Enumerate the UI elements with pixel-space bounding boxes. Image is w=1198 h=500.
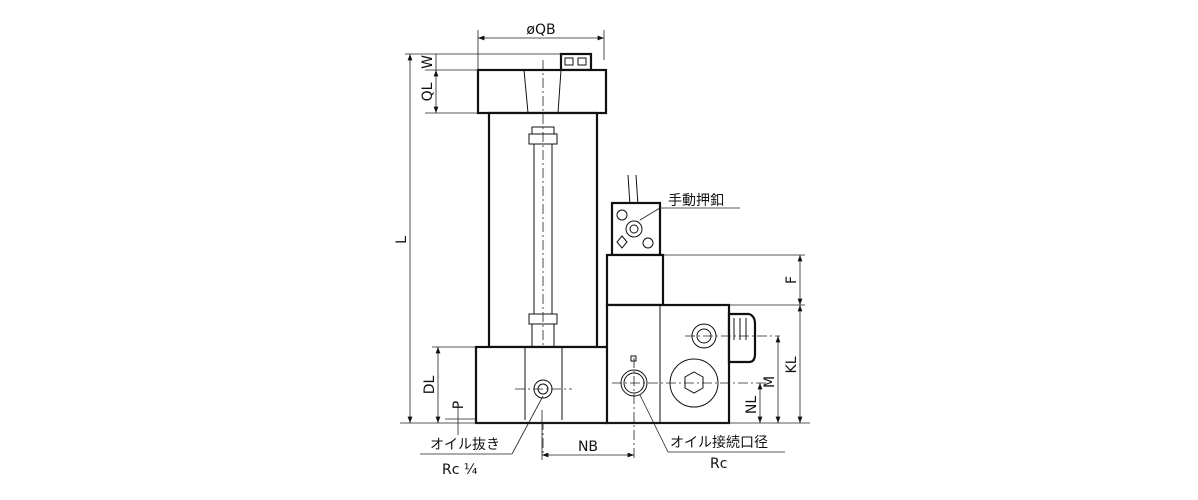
dim-m: M	[762, 376, 778, 388]
valve-knob	[727, 312, 757, 364]
dim-l: L	[394, 236, 410, 244]
dim-nb: NB	[578, 439, 598, 455]
dim-f: F	[784, 276, 800, 284]
oil-port-label: オイル接続口径	[670, 434, 768, 451]
dim-ql: QL	[420, 82, 436, 101]
oil-drain-thread-label: Rc ¼	[442, 462, 478, 478]
manual-button-icon	[625, 220, 643, 238]
dim-p: P	[451, 401, 467, 409]
dim-w: W	[420, 55, 436, 69]
manual-button-label: 手動押釦	[668, 192, 724, 209]
labels: øQB W QL L DL P NB F KL M NL 手動押釦 オイル抜き …	[394, 22, 800, 478]
cylinder-assembly	[474, 52, 610, 455]
dimension-lines	[400, 30, 810, 460]
valve-assembly	[605, 174, 780, 460]
oil-port-thread-label: Rc	[710, 456, 727, 472]
top-cap	[476, 68, 608, 115]
valve-body	[605, 303, 731, 425]
dim-kl: KL	[784, 356, 800, 373]
oil-drain-label: オイル抜き	[430, 437, 500, 453]
dim-dl: DL	[422, 376, 438, 395]
dim-qb: øQB	[526, 22, 555, 38]
dim-nl: NL	[744, 396, 760, 414]
